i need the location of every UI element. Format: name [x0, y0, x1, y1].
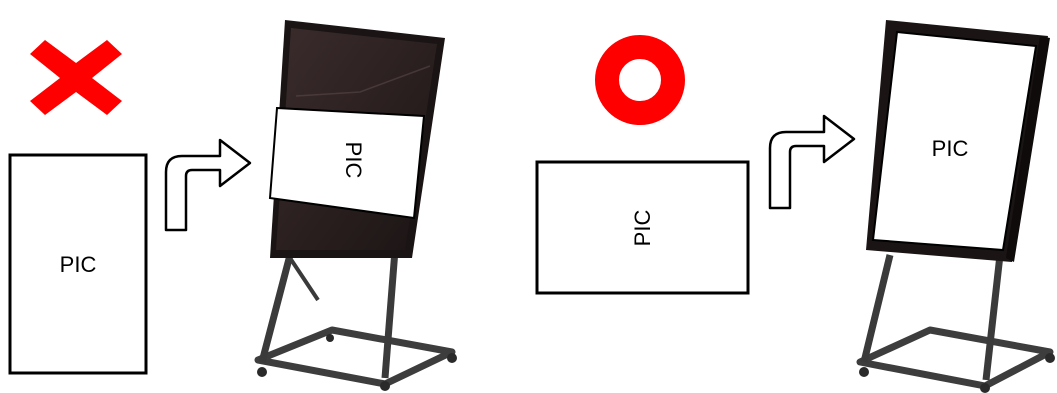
- landscape-picture-label: PIC: [630, 210, 655, 247]
- curved-arrow-icon: [164, 138, 252, 232]
- circle-mark-icon: [595, 35, 685, 125]
- portrait-picture-label: PIC: [60, 252, 97, 277]
- screen-picture-label-left: PIC: [341, 142, 366, 179]
- x-mark-icon: [30, 40, 122, 115]
- landscape-picture: PIC: [535, 160, 750, 295]
- portrait-picture: PIC: [8, 153, 148, 375]
- stand-left: PIC: [254, 20, 457, 391]
- screen-picture-label-right: PIC: [932, 136, 969, 161]
- curved-arrow-icon: [768, 114, 856, 210]
- stand-right: PIC: [856, 20, 1055, 393]
